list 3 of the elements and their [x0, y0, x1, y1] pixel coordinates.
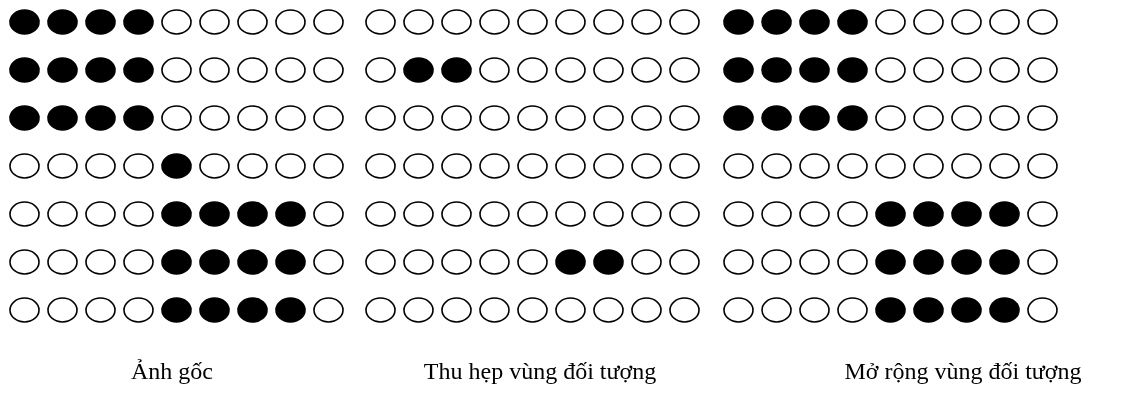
caption: Ảnh gốc — [131, 358, 213, 385]
caption: Thu hẹp vùng đối tượng — [423, 358, 657, 385]
caption: Mở rộng vùng đối tượng — [844, 358, 1082, 385]
